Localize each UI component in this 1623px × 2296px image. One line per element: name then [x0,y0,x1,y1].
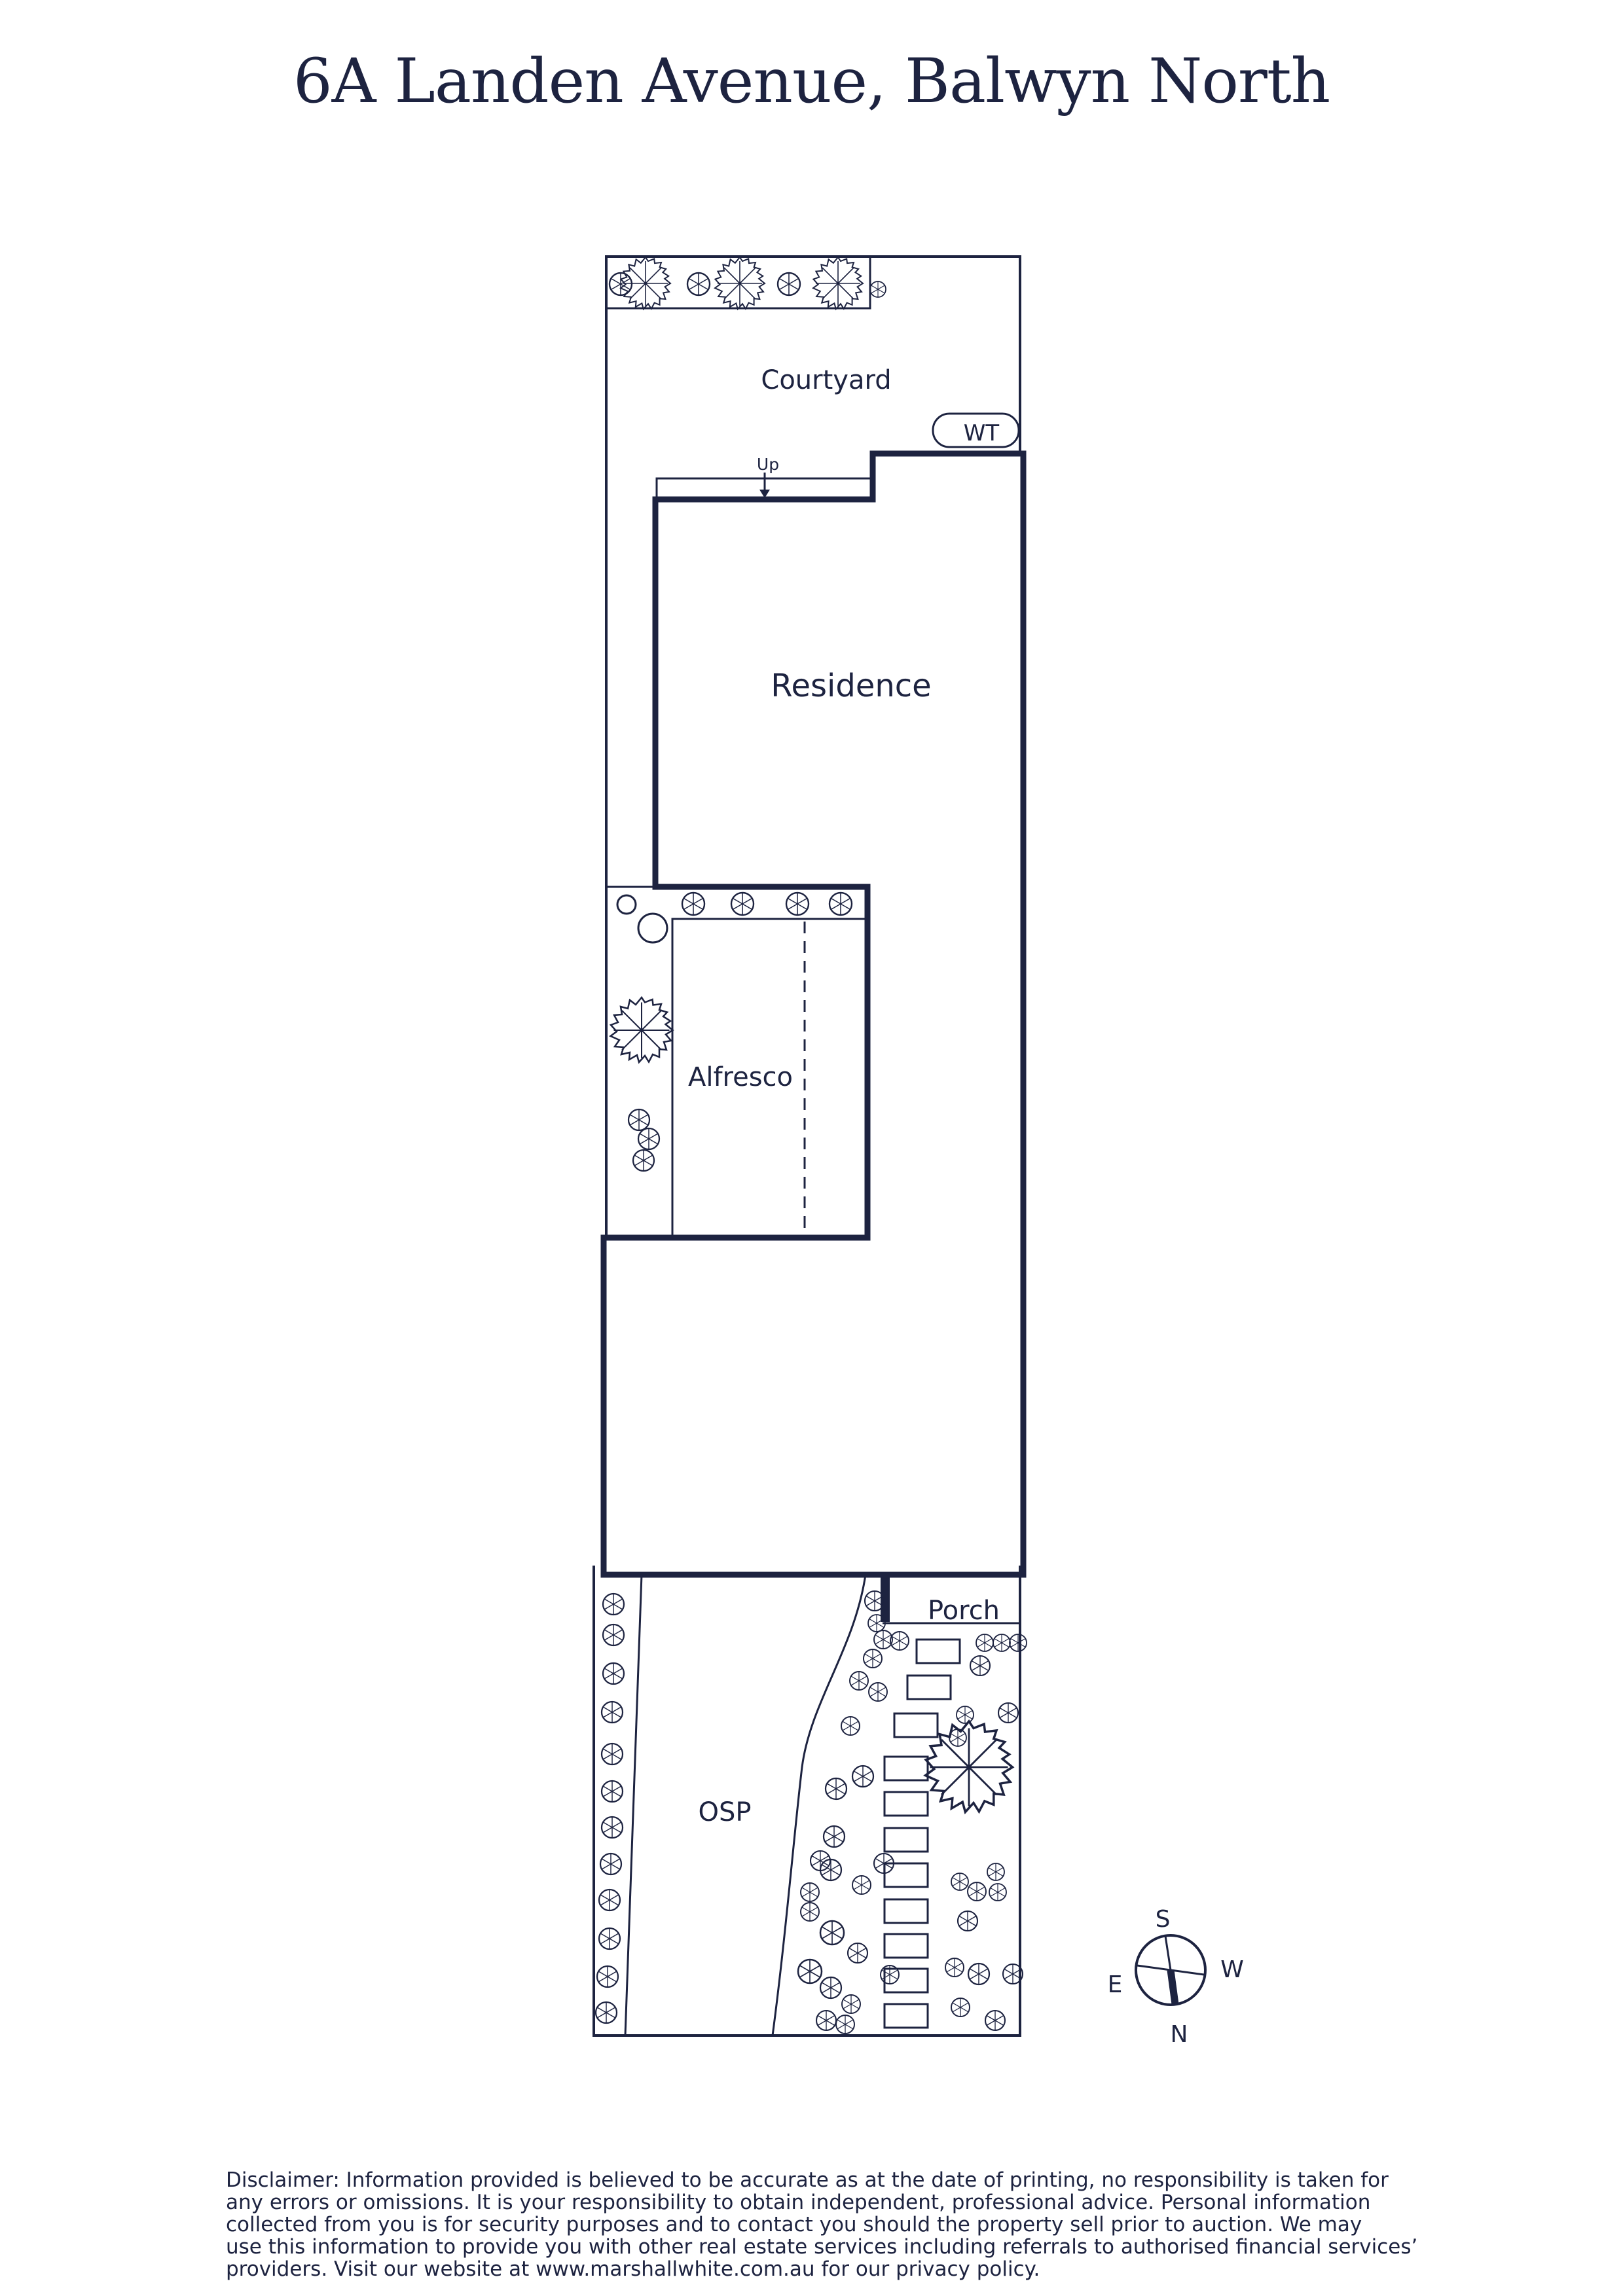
disclaimer: Disclaimer: Information provided is beli… [226,2169,1417,2280]
osp-paths [624,1574,867,2036]
label-residence: Residence [771,668,931,704]
compass-label-west: W [1220,1956,1244,1983]
large-trees [610,257,1014,1814]
compass-label-south: S [1156,1906,1171,1933]
label-water-tank: WT [964,420,1000,446]
page-title: 6A Landen Avenue, Balwyn North [293,46,1330,117]
stepping-stones [883,1638,961,2029]
label-courtyard: Courtyard [761,365,891,395]
steps-landing [655,477,873,499]
label-alfresco: Alfresco [688,1062,793,1092]
disclaimer-line: Disclaimer: Information provided is beli… [226,2168,1389,2192]
compass-label-north: N [1171,2021,1188,2048]
compass-south-line [1164,1935,1172,1971]
water-tank [932,412,1020,448]
label-steps-up: Up [757,455,779,474]
arrow-head-icon [759,490,770,498]
label-osp: OSP [699,1797,752,1827]
disclaimer-line: providers. Visit our website at www.mars… [226,2257,1040,2281]
compass [1135,1934,1207,2006]
disclaimer-line: any errors or omissions. It is your resp… [226,2191,1371,2214]
alfresco-structure [606,886,867,1237]
shrubs [594,272,1027,2034]
label-porch: Porch [928,1596,1000,1626]
compass-north-needle [1167,1969,1179,2005]
residence-outline [600,450,1027,1578]
porch-outline [881,1575,1020,1624]
disclaimer-line: use this information to provide you with… [226,2235,1418,2259]
compass-label-east: E [1108,1971,1123,1998]
compass-ring [1135,1934,1207,2006]
disclaimer-line: collected from you is for security purpo… [226,2213,1362,2236]
